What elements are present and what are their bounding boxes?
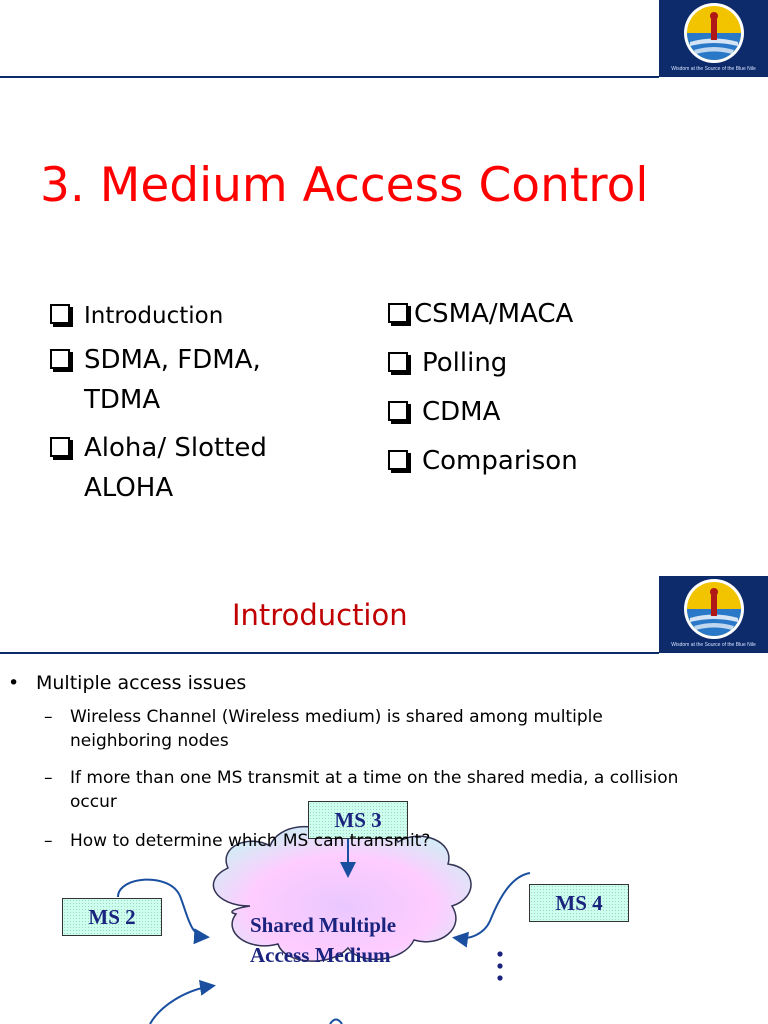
ellipsis-dot: [497, 951, 503, 957]
header-rule: [0, 652, 659, 654]
topic-item: Polling: [386, 345, 578, 381]
header-rule: [0, 76, 659, 78]
ellipsis-dot: [497, 975, 503, 981]
shared-medium-diagram: [117, 822, 531, 1024]
topic-item: Introduction: [48, 300, 267, 332]
cloud-label-line2: Access Medium: [250, 943, 391, 967]
ellipsis-dot: [497, 963, 503, 969]
ms4-box: MS 4: [529, 884, 629, 922]
topic-item: SDMA, FDMA, TDMA: [48, 340, 267, 420]
arrow-ms5: [329, 1018, 343, 1024]
emblem-icon: [683, 579, 744, 639]
university-logo: Wisdom at the Source of the Blue Nile: [659, 0, 768, 77]
arrow-ms1: [149, 979, 216, 1024]
topic-list-right: CSMA/MACA Polling CDMA Comparison: [386, 296, 578, 479]
topic-list-left: Introduction SDMA, FDMA, TDMA Aloha/ Slo…: [48, 300, 267, 508]
checkbox-bullet-icon: [388, 352, 408, 372]
slide-2: Wisdom at the Source of the Blue Nile In…: [0, 576, 768, 1024]
cloud-label-line1: Shared Multiple: [250, 913, 397, 937]
arrow-ms4: [452, 872, 531, 948]
checkbox-bullet-icon: [388, 401, 408, 421]
checkbox-bullet-icon: [50, 437, 70, 457]
dash-icon: –: [44, 831, 53, 851]
topic-item: CSMA/MACA: [386, 296, 578, 332]
ms3-box: MS 3: [308, 801, 408, 839]
slide-title: 3. Medium Access Control: [40, 158, 649, 213]
slide-1: Wisdom at the Source of the Blue Nile 3.…: [0, 0, 768, 508]
checkbox-bullet-icon: [50, 304, 70, 324]
sub-bullet-item: – How to determine which MS can transmit…: [44, 831, 431, 851]
shared-medium-cloud: [212, 822, 472, 962]
topic-item: CDMA: [386, 394, 578, 430]
checkbox-bullet-icon: [388, 303, 408, 323]
ms2-box: MS 2: [62, 898, 162, 936]
checkbox-bullet-icon: [388, 450, 408, 470]
logo-caption: Wisdom at the Source of the Blue Nile: [671, 66, 756, 72]
logo-caption: Wisdom at the Source of the Blue Nile: [671, 642, 756, 648]
bullet-dot-icon: •: [8, 672, 20, 694]
emblem-icon: [683, 3, 744, 63]
dash-icon: –: [44, 768, 53, 788]
arrow-ms2: [117, 878, 210, 945]
sub-bullet-item: – Wireless Channel (Wireless medium) is …: [44, 707, 603, 751]
topic-item: Comparison: [386, 443, 578, 479]
slide-title: Introduction: [232, 598, 408, 632]
sub-bullet-item: – If more than one MS transmit at a time…: [44, 768, 679, 812]
university-logo: Wisdom at the Source of the Blue Nile: [659, 576, 768, 653]
topic-item: Aloha/ Slotted ALOHA: [48, 428, 267, 508]
checkbox-bullet-icon: [50, 349, 70, 369]
dash-icon: –: [44, 707, 53, 727]
bullet-item: • Multiple access issues: [8, 672, 247, 694]
